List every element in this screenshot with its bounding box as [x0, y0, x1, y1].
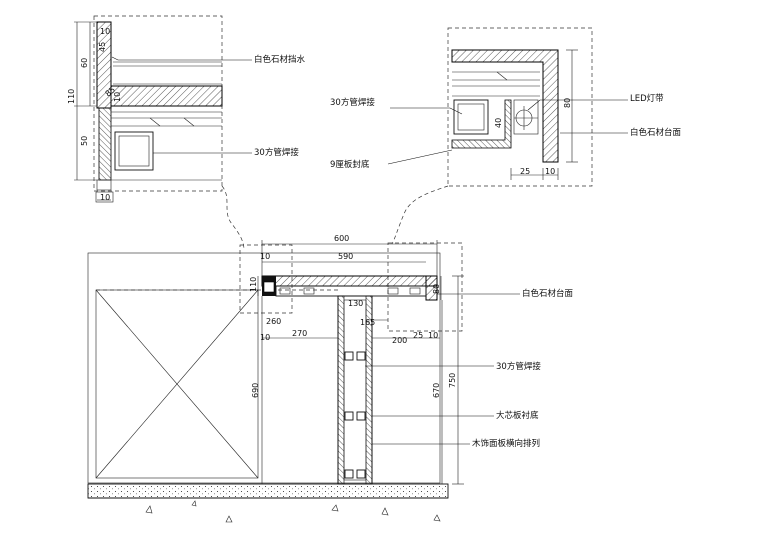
- stone-countertop: [261, 275, 438, 287]
- label-a-tube: 30方管焊接: [254, 147, 299, 158]
- dim-80: 80: [432, 284, 441, 294]
- steel-tube-b: [453, 99, 489, 135]
- plywood-base: [451, 99, 512, 149]
- stone-top-l-edge: [451, 49, 559, 163]
- callout-connector-a: [221, 185, 245, 251]
- section-outline: [87, 252, 441, 484]
- label-tube: 30方管焊接: [496, 361, 541, 372]
- dim-a-10-bottom: 10: [100, 193, 110, 202]
- dim-670: 670: [432, 383, 441, 398]
- dim-165: 165: [360, 318, 375, 327]
- detail-b: 80 40 25 10 30方管焊接 9厘板封底 LED灯带 白色石材台面: [330, 27, 682, 187]
- dim-270: 270: [292, 329, 307, 338]
- dim-a-110: 110: [67, 89, 76, 104]
- callout-connector-b: [391, 185, 449, 245]
- label-b-plywood: 9厘板封底: [330, 159, 370, 170]
- dim-a-10-mid: 10: [113, 92, 122, 102]
- label-b-tube: 30方管焊接: [330, 97, 375, 108]
- dim-130: 130: [348, 299, 363, 308]
- dim-a-10-top: 10: [100, 27, 110, 36]
- label-b-led: LED灯带: [630, 93, 664, 104]
- dim-690: 690: [251, 383, 260, 398]
- dim-600: 600: [334, 234, 349, 243]
- dim-b-80: 80: [563, 98, 572, 108]
- dim-10-top: 10: [260, 252, 270, 261]
- main-section: 600 590 10 110 80 130 165 260 270 10 25 …: [87, 234, 574, 523]
- label-veneer: 木饰面板横向排列: [472, 438, 540, 449]
- dim-750: 750: [448, 373, 457, 388]
- stone-top-horizontal: [110, 85, 223, 107]
- countertop-underside: [275, 285, 427, 297]
- dim-a-60: 60: [80, 58, 89, 68]
- steel-tube-a: [114, 131, 154, 171]
- dim-200: 200: [392, 336, 407, 345]
- label-a-stone-upstand: 白色石材挡水: [254, 54, 306, 65]
- floor-screed: [87, 483, 449, 499]
- veneer-strip: [98, 107, 112, 181]
- dim-110: 110: [249, 277, 258, 292]
- dim-590: 590: [338, 252, 353, 261]
- dim-b-10: 10: [545, 167, 555, 176]
- dim-260: 260: [266, 317, 281, 326]
- dim-b-40: 40: [494, 118, 503, 128]
- detail-b-frame: [447, 27, 593, 187]
- label-b-stone-top: 白色石材台面: [630, 127, 682, 138]
- dim-a-45: 45: [98, 42, 107, 52]
- label-stone-top: 白色石材台面: [522, 288, 574, 299]
- detail-a-frame: [93, 15, 223, 192]
- dim-10-right: 10: [428, 331, 438, 340]
- dim-a-50: 50: [80, 136, 89, 146]
- dim-b-25: 25: [520, 167, 530, 176]
- callout-box-b: [387, 242, 463, 332]
- detail-a: 10 45 60 110 85 10 50 10 白色石材挡水 30方管焊接: [67, 15, 306, 203]
- dim-25: 25: [413, 331, 423, 340]
- led-strip-housing: [513, 99, 539, 135]
- dim-10-left: 10: [260, 333, 270, 342]
- label-blockboard: 大芯板衬底: [496, 410, 539, 421]
